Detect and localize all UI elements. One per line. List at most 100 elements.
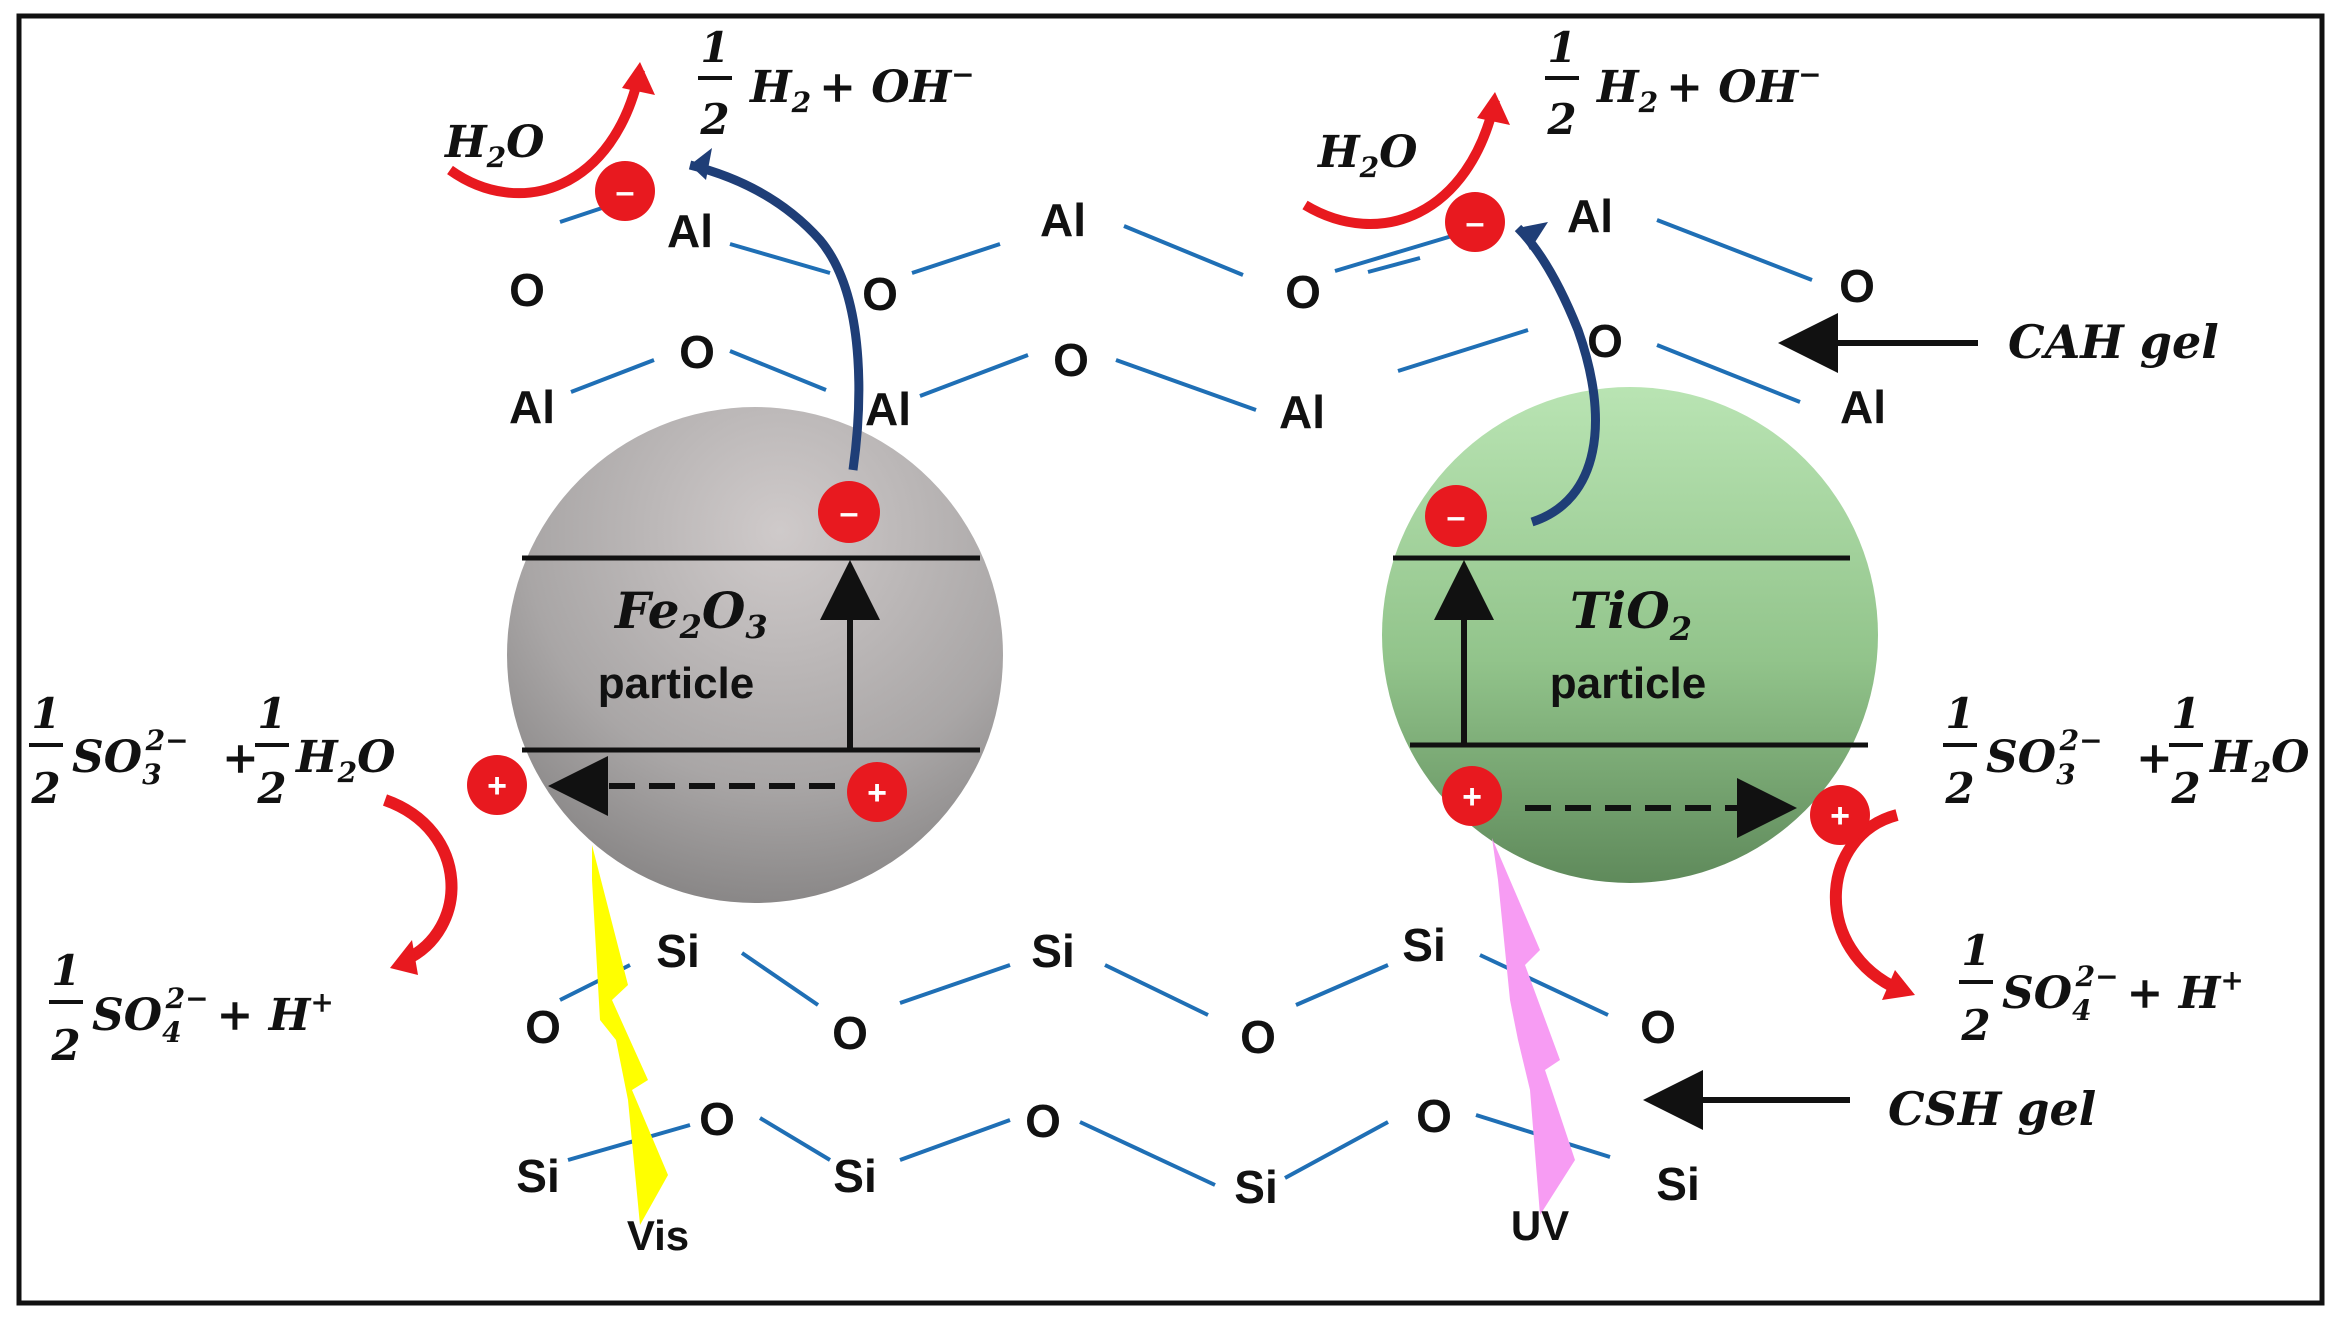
visible-light-label: Vis bbox=[627, 1212, 689, 1259]
fraction-denominator: 2 bbox=[1546, 95, 1576, 144]
atom-si: Si bbox=[1656, 1158, 1699, 1210]
diagram-border bbox=[16, 13, 2325, 1306]
hydrogen-hydroxide-text: H2+ OH− bbox=[748, 58, 975, 119]
atom-si: Si bbox=[656, 925, 699, 977]
atom-o: O bbox=[862, 268, 898, 320]
uv-light-label: UV bbox=[1511, 1202, 1569, 1249]
fraction-numerator: 1 bbox=[2171, 689, 2200, 738]
fraction-denominator: 2 bbox=[1960, 1001, 1990, 1050]
charge-label: + bbox=[1462, 778, 1482, 816]
tio2-formula: TiO2 bbox=[1570, 581, 1692, 648]
left-hydrogen-product: 1 2 H2+ OH− bbox=[698, 23, 975, 144]
left-sulfite-oxidation-arrowhead-icon bbox=[390, 940, 418, 975]
atom-o: O bbox=[1587, 315, 1623, 367]
atom-al: Al bbox=[667, 205, 713, 257]
csh-gel-label: CSH gel bbox=[1888, 1082, 2096, 1136]
left-water-reduction-arrowhead-icon bbox=[622, 62, 655, 95]
atom-o: O bbox=[1839, 260, 1875, 312]
fraction-denominator: 2 bbox=[699, 95, 729, 144]
visible-light-beam-icon bbox=[592, 845, 668, 1225]
right-sulfite-oxidation-arrow-icon bbox=[1829, 809, 1903, 996]
cah-atoms: Al Al Al O O O O O O O Al Al Al Al bbox=[509, 190, 1886, 438]
sulfate-text: SO42−+ H+ bbox=[92, 982, 334, 1049]
atom-al: Al bbox=[1279, 386, 1325, 438]
left-sulfate-product: 1 2 SO42−+ H+ bbox=[49, 946, 334, 1070]
fraction-numerator: 1 bbox=[700, 23, 729, 72]
left-water-reduction-arrow-icon bbox=[447, 68, 645, 198]
right-water-reduction-arrowhead-icon bbox=[1477, 92, 1510, 125]
fraction-denominator: 2 bbox=[256, 764, 286, 813]
atom-al: Al bbox=[509, 381, 555, 433]
atom-si: Si bbox=[1031, 925, 1074, 977]
charge-label: – bbox=[840, 494, 859, 532]
atom-o: O bbox=[679, 326, 715, 378]
left-water-label: H2O bbox=[443, 117, 544, 174]
atom-o: O bbox=[1025, 1095, 1061, 1147]
right-sulfite-oxidation-arrowhead-icon bbox=[1882, 970, 1915, 1000]
charge-hole-tio2: + bbox=[1442, 766, 1502, 826]
csh-bonds bbox=[559, 951, 1611, 1187]
fe2o3-particle-label: particle bbox=[598, 659, 755, 708]
left-sulfite-oxidation-arrow-icon bbox=[382, 794, 458, 966]
fraction-numerator: 1 bbox=[1547, 23, 1576, 72]
hydrogen-hydroxide-text: H2+ OH− bbox=[1595, 58, 1822, 119]
atom-o: O bbox=[1416, 1090, 1452, 1142]
atom-o: O bbox=[509, 264, 545, 316]
charge-label: + bbox=[867, 774, 887, 812]
water-text: H2O bbox=[2208, 732, 2309, 789]
atom-o: O bbox=[1640, 1001, 1676, 1053]
atom-o: O bbox=[699, 1093, 735, 1145]
tio2-electron-path-icon bbox=[1514, 224, 1600, 527]
charge-label: + bbox=[1830, 797, 1850, 835]
atom-o: O bbox=[1053, 334, 1089, 386]
atom-al: Al bbox=[1040, 194, 1086, 246]
atom-si: Si bbox=[1234, 1161, 1277, 1213]
right-water-label: H2O bbox=[1316, 127, 1417, 184]
charge-label: – bbox=[1447, 498, 1466, 536]
water-text: H2O bbox=[294, 732, 395, 789]
fraction-numerator: 1 bbox=[1961, 926, 1990, 975]
charge-electron-tio2: – bbox=[1425, 485, 1487, 547]
tio2-electron-arrowhead-icon bbox=[1518, 222, 1548, 250]
fe2o3-electron-arrowhead-icon bbox=[690, 148, 712, 180]
charge-hole-left-surface: + bbox=[467, 755, 527, 815]
fraction-denominator: 2 bbox=[2170, 764, 2200, 813]
right-sulfate-product: 1 2 SO42−+ H+ bbox=[1959, 926, 2244, 1050]
atom-si: Si bbox=[833, 1150, 876, 1202]
fraction-numerator: 1 bbox=[51, 946, 80, 995]
atom-o: O bbox=[1240, 1011, 1276, 1063]
charge-hole-fe2o3: + bbox=[847, 762, 907, 822]
atom-si: Si bbox=[1402, 919, 1445, 971]
charge-electron-topleft: – bbox=[595, 161, 655, 221]
charge-electron-fe2o3: – bbox=[818, 481, 880, 543]
left-sulfite-reactant: 1 2 SO32− + 1 2 H2O bbox=[29, 689, 395, 813]
sulfate-text: SO42−+ H+ bbox=[2002, 960, 2244, 1027]
sulfite-text: SO32− bbox=[1986, 724, 2103, 791]
fe2o3-electron-path-icon bbox=[688, 160, 864, 471]
charge-label: + bbox=[487, 767, 507, 805]
atom-al: Al bbox=[865, 383, 911, 435]
charge-hole-right-surface: + bbox=[1810, 785, 1870, 845]
atom-o: O bbox=[832, 1007, 868, 1059]
fraction-numerator: 1 bbox=[257, 689, 286, 738]
fraction-numerator: 1 bbox=[31, 689, 60, 738]
fe2o3-particle bbox=[507, 407, 1003, 903]
atom-si: Si bbox=[516, 1150, 559, 1202]
plus-sign: + bbox=[2136, 733, 2173, 784]
fe2o3-formula: Fe2O3 bbox=[613, 581, 768, 646]
csh-atoms: Si Si Si O O O O O O O Si Si Si Si bbox=[516, 919, 1699, 1213]
atom-al: Al bbox=[1840, 381, 1886, 433]
fraction-numerator: 1 bbox=[1945, 689, 1974, 738]
right-water-reduction-arrow-icon bbox=[1302, 98, 1500, 229]
cah-gel-label: CAH gel bbox=[2008, 315, 2219, 369]
sulfite-text: SO32− bbox=[72, 724, 189, 791]
tio2-particle bbox=[1382, 387, 1878, 883]
tio2-particle-label: particle bbox=[1550, 659, 1707, 708]
charge-label: – bbox=[616, 173, 635, 211]
charge-electron-topright: – bbox=[1445, 192, 1505, 252]
cah-bonds bbox=[559, 196, 1813, 412]
atom-o: O bbox=[525, 1001, 561, 1053]
right-hydrogen-product: 1 2 H2+ OH− bbox=[1545, 23, 1822, 144]
